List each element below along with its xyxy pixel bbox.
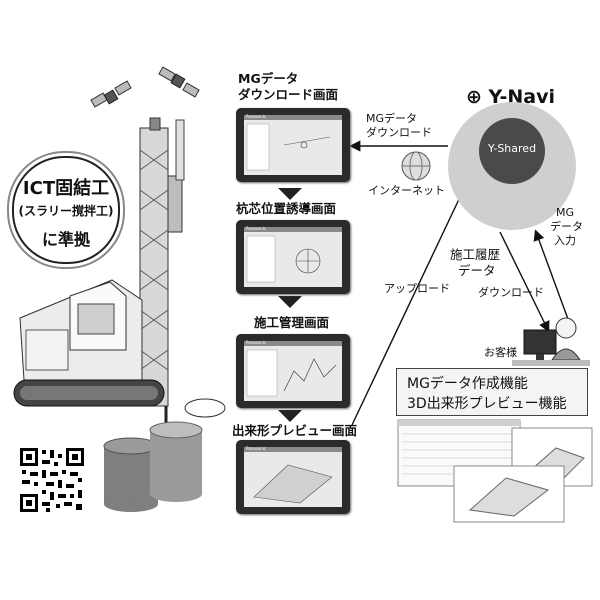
function-box: MGデータ作成機能 3D出来形プレビュー機能: [396, 368, 588, 416]
upload-arrow: [351, 173, 472, 426]
tablet-brand: Panasonic: [246, 446, 267, 451]
screen-title-pile-guidance: 杭芯位置誘導画面: [236, 201, 337, 216]
download-arrow: [499, 231, 550, 333]
function-mg-data-creation: MGデータ作成機能: [407, 376, 528, 392]
screen-title-construction-management: 施工管理画面: [254, 315, 330, 330]
software-screenshot-3d: [453, 465, 565, 523]
tablet-brand: Panasonic: [246, 340, 267, 345]
globe-icon: [401, 151, 431, 181]
qr-code: [18, 446, 86, 514]
flow-arrow-down: [278, 188, 302, 200]
customer-label: お客様: [484, 346, 517, 359]
tablet-screen: Panasonic: [244, 114, 342, 175]
drilling-rig-illustration: [13, 117, 226, 430]
pile-columns: [103, 421, 203, 512]
tablet-construction-management: Panasonic: [236, 334, 350, 408]
tablet-screen: Panasonic: [244, 340, 342, 401]
mg-input-arrow: [533, 229, 573, 331]
flow-label-mg-download-2: ダウンロード: [366, 126, 432, 139]
badge-line-1: ICT固結工: [22, 178, 110, 199]
tablet-screen: Panasonic: [244, 226, 342, 287]
y-shared-core: Y-Shared: [479, 118, 545, 184]
badge-line-2: (スラリー撹拌工): [18, 204, 114, 218]
screen-title-mg-download-1: MGデータ: [238, 71, 299, 86]
flow-arrow-down: [278, 410, 302, 422]
tablet-mg-download: Panasonic: [236, 108, 350, 182]
flow-label-internet: インターネット: [368, 184, 445, 197]
screen-content: [246, 349, 337, 397]
tablet-brand: Panasonic: [246, 226, 267, 231]
flow-label-mg-input-1: MG: [556, 206, 575, 219]
flow-label-history-2: データ: [458, 263, 496, 278]
screen-title-finished-preview: 出来形プレビュー画面: [232, 423, 358, 438]
screen-content: [246, 235, 321, 283]
tablet-screen: Panasonic: [244, 446, 342, 507]
badge-line-3: に準拠: [41, 230, 90, 249]
flow-label-upload: アップロード: [384, 282, 450, 295]
tablet-pile-guidance: Panasonic: [236, 220, 350, 294]
screen-title-mg-download-2: ダウンロード画面: [238, 87, 339, 102]
ict-compliance-badge: ICT固結工 (スラリー撹拌工) に準拠: [12, 156, 120, 264]
satellite-icon: [90, 80, 132, 108]
flow-arrow-down: [278, 296, 302, 308]
screen-content: [246, 123, 331, 171]
flow-label-download: ダウンロード: [478, 286, 544, 299]
customer-illustration: [512, 317, 590, 366]
tablet-brand: Panasonic: [246, 114, 267, 119]
y-shared-label: Y-Shared: [487, 142, 537, 155]
flow-label-mg-download-1: MGデータ: [366, 112, 418, 125]
flow-label-mg-input-3: 入力: [554, 234, 576, 247]
satellite-icon: [158, 66, 200, 98]
flow-label-mg-input-2: データ: [550, 220, 583, 233]
function-3d-preview: 3D出来形プレビュー機能: [407, 396, 567, 412]
flow-label-history-1: 施工履歴: [450, 247, 501, 262]
tablet-finished-preview: Panasonic: [236, 440, 350, 514]
screen-content: [253, 464, 333, 504]
